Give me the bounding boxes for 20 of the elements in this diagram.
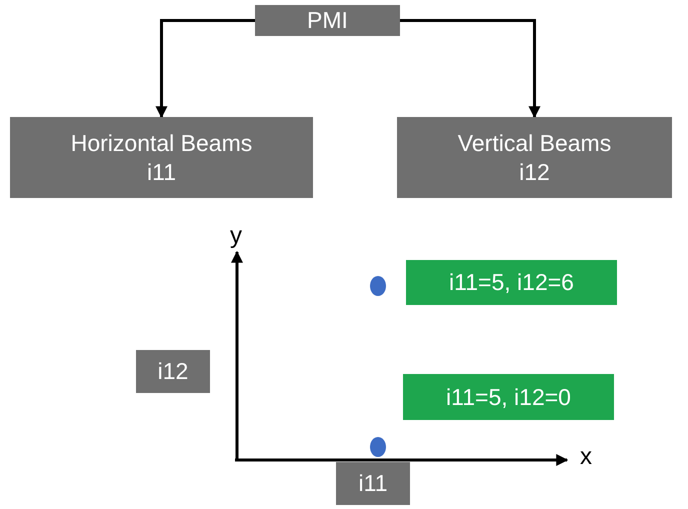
node-text: i11	[147, 158, 176, 186]
value-box	[406, 260, 617, 305]
node-text: i11=5, i12=0	[446, 382, 571, 412]
node-text: i12	[519, 158, 550, 186]
node-text: i11=5, i12=6	[449, 268, 574, 297]
axis-label: x	[580, 443, 592, 471]
axis-label: y	[230, 222, 242, 250]
process-box	[255, 5, 400, 36]
arrow	[400, 19, 540, 118]
value-box	[403, 374, 614, 420]
process-box	[10, 117, 313, 198]
arrow	[156, 19, 255, 118]
node-text: i11	[358, 469, 388, 498]
value-box	[136, 350, 210, 393]
process-box	[397, 117, 672, 198]
node-text: i12	[158, 357, 188, 386]
value-box	[336, 462, 410, 505]
node-text: PMI	[307, 6, 348, 35]
node-text: Horizontal Beams	[70, 128, 252, 158]
node-text: Vertical Beams	[458, 128, 612, 158]
